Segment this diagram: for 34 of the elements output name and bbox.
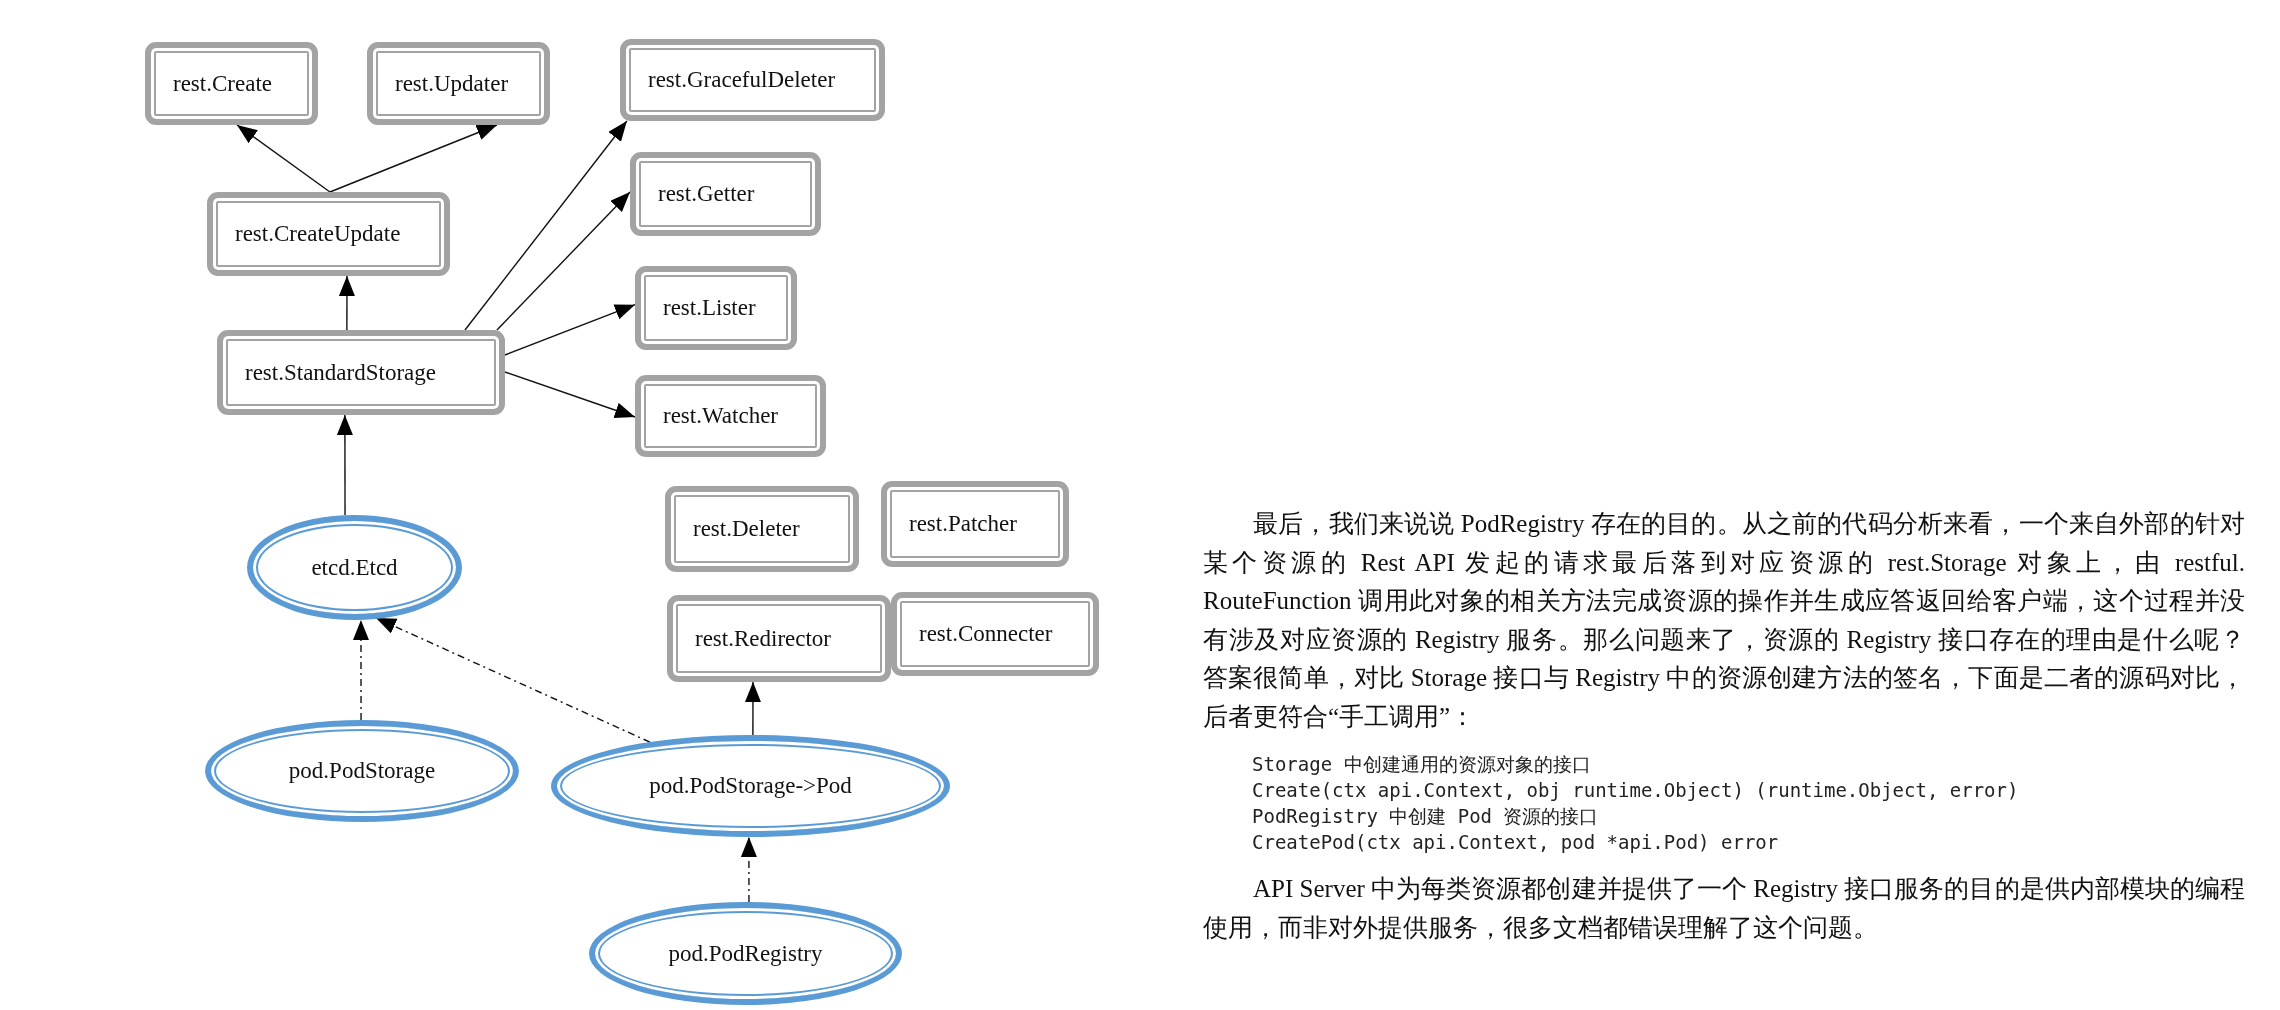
arrow xyxy=(496,191,631,331)
rounded-box: rest.StandardStorage xyxy=(217,330,505,415)
rounded-box: rest.Patcher xyxy=(881,481,1069,567)
rounded-box: rest.Connecter xyxy=(891,592,1099,676)
arrow xyxy=(329,124,498,193)
arrow xyxy=(352,619,369,721)
rounded-box: rest.Updater xyxy=(367,42,550,125)
rounded-box: rest.GracefulDeleter xyxy=(620,39,885,121)
arrow xyxy=(744,681,761,736)
code-line: Create(ctx api.Context, obj runtime.Object) (runtime.Object, error) xyxy=(1252,778,2019,803)
rounded-box: rest.Lister xyxy=(635,266,797,350)
ellipse-node: pod.PodStorage xyxy=(205,720,519,822)
arrow xyxy=(464,120,628,331)
ellipse-node: etcd.Etcd xyxy=(247,515,462,620)
rounded-box: rest.Redirector xyxy=(667,595,891,682)
arrow xyxy=(236,124,331,193)
rounded-box: rest.Create xyxy=(145,42,318,125)
code-line: CreatePod(ctx api.Context, pod *api.Pod) error xyxy=(1252,830,1779,855)
ellipse-node: pod.PodRegistry xyxy=(589,902,902,1005)
rounded-box: rest.CreateUpdate xyxy=(207,192,450,276)
rounded-box: rest.Watcher xyxy=(635,375,826,457)
ellipse-node: pod.PodStorage->Pod xyxy=(551,735,950,837)
code-line: Storage 中创建通用的资源对象的接口 xyxy=(1252,752,1591,777)
arrow xyxy=(504,303,636,356)
paragraph: 最后，我们来说说 PodRegistry 存在的目的。从之前的代码分析来看，一个来自外部的针对某个资源的 Rest API 发起的请求最后落到对应资源的 rest.Storage 对象上，由 restful. RouteFunction 调用此对象的相关方法完成资源的操作并生成应答返回给客户端，这个过程并没有涉及对应资源的 Registry 服务。那么问题来了，资源的 Registry 接口存在的理由是什么呢？答案很简单，对比 Storage 接口与 Registry 中的资源创建方法的签名，下面是二者的源码对比，后者更符合“手工调用”： xyxy=(1203,509,2245,732)
arrow xyxy=(504,371,636,418)
paragraph: API Server 中为每类资源都创建并提供了一个 Registry 接口服务的目的是供内部模块的编程使用，而非对外提供服务，很多文档都错误理解了这个问题。 xyxy=(1203,874,2245,943)
code-line: PodRegistry 中创建 Pod 资源的接口 xyxy=(1252,804,1599,829)
rounded-box: rest.Deleter xyxy=(665,486,859,572)
arrow xyxy=(338,275,355,331)
arrow xyxy=(336,414,353,516)
arrow xyxy=(375,617,651,743)
arrow xyxy=(740,836,757,903)
rounded-box: rest.Getter xyxy=(630,152,821,236)
